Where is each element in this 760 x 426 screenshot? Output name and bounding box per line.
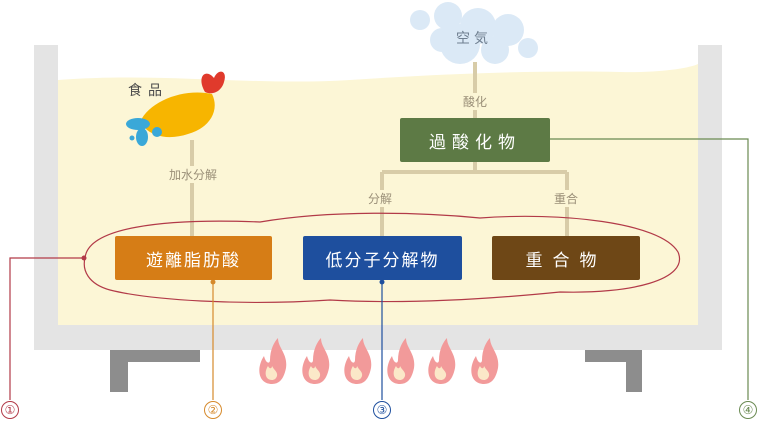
flame-icon (471, 338, 499, 384)
low-molecular-box: 低分子分解物 (303, 236, 462, 280)
flame-icon (259, 338, 287, 384)
hydrolysis-label: 加水分解 (166, 166, 221, 183)
marker-3: ③ (373, 401, 391, 419)
flame-icon (344, 338, 372, 384)
marker3-dot (379, 279, 385, 285)
decomposition-label: 分解 (366, 190, 395, 207)
cloud-icon (410, 2, 538, 64)
flame-icon (302, 338, 330, 384)
peroxide-box: 過酸化物 (400, 118, 550, 162)
fried-shrimp-icon (126, 71, 225, 146)
flame-icon (387, 338, 415, 384)
air-label: 空気 (456, 31, 492, 47)
polymerization-label: 重合 (552, 190, 581, 207)
flame-icon (428, 338, 456, 384)
marker-1: ① (1, 401, 19, 419)
food-label: 食品 (128, 83, 168, 99)
polymer-box: 重合物 (492, 236, 640, 280)
flames (259, 338, 499, 384)
oxidation-label: 酸化 (461, 93, 490, 110)
marker2-dot (210, 279, 216, 285)
fryer-leg-right (585, 350, 642, 392)
marker1-dot (81, 255, 87, 261)
marker-2: ② (204, 401, 222, 419)
free-fatty-acid-box: 遊離脂肪酸 (115, 236, 272, 280)
reaction-boundary (83, 212, 681, 303)
marker-4: ④ (739, 401, 757, 419)
marker-leaders (9, 138, 749, 400)
fryer-leg-left (110, 350, 200, 392)
